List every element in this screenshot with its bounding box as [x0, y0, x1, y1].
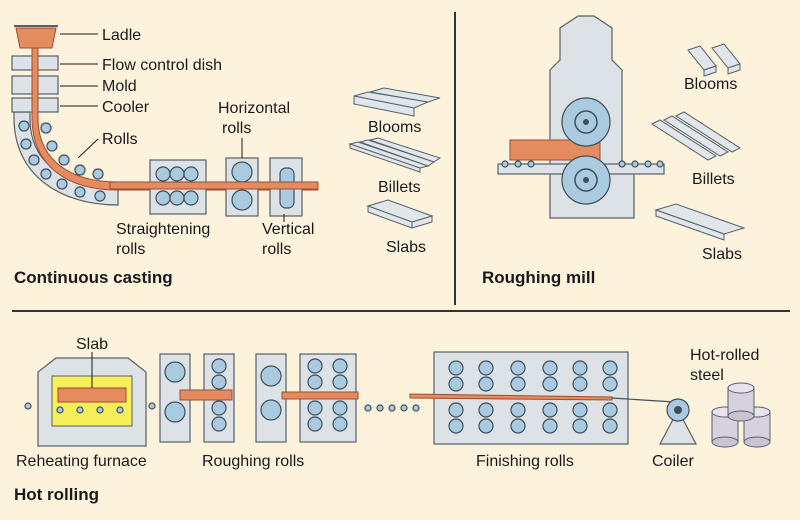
- cc-billets-shape: [348, 137, 442, 173]
- label-flow-control-dish: Flow control dish: [102, 57, 222, 74]
- label-cc-slabs: Slabs: [386, 239, 426, 256]
- label-cooler: Cooler: [102, 99, 150, 116]
- roll: [40, 122, 52, 134]
- furnace-rollers: [24, 402, 156, 414]
- label-finishing-rolls: Finishing rolls: [476, 453, 574, 470]
- rm-blooms-shape: [687, 43, 741, 77]
- label-horizontal-rolls-line2: rolls: [222, 120, 251, 137]
- label-slab: Slab: [76, 336, 108, 353]
- roll: [94, 190, 106, 202]
- label-cc-billets: Billets: [378, 179, 421, 196]
- label-mold: Mold: [102, 78, 137, 95]
- label-hot-rolled-steel-line2: steel: [690, 367, 724, 384]
- hot-rolling-title: Hot rolling: [14, 485, 99, 504]
- rm-slabs-shape: [654, 203, 746, 241]
- roll: [183, 190, 199, 206]
- roll: [92, 168, 104, 180]
- cc-slabs-shape: [366, 199, 434, 229]
- coiler-stand: [659, 408, 697, 445]
- ladle-shape: [15, 27, 57, 49]
- roll: [74, 164, 86, 176]
- label-horizontal-rolls-line1: Horizontal: [218, 100, 290, 117]
- label-rm-slabs: Slabs: [702, 246, 742, 263]
- label-straightening-rolls-line1: Straightening: [116, 221, 210, 238]
- roll: [46, 140, 58, 152]
- cc-blooms-shape: [353, 87, 441, 117]
- continuous-casting-title: Continuous casting: [14, 268, 173, 287]
- label-vertical-rolls-line2: rolls: [262, 241, 291, 258]
- finishing-rolls: [448, 360, 618, 434]
- roughing-mill-title: Roughing mill: [482, 268, 595, 287]
- hot-rolling-panel: Slab Reheating furnace Roughing rolls Fi…: [14, 336, 771, 504]
- label-rm-blooms: Blooms: [684, 76, 737, 93]
- roll: [40, 168, 52, 180]
- roll: [74, 186, 86, 198]
- cast-steel-strand: [31, 47, 319, 191]
- label-cc-blooms: Blooms: [368, 119, 421, 136]
- roughing-steel-2: [281, 391, 359, 400]
- horizontal-strand: [109, 181, 319, 190]
- label-hot-rolled-steel-line1: Hot-rolled: [690, 347, 759, 364]
- roughing-mill-panel: Blooms Billets Slabs Roughing mill: [482, 15, 746, 287]
- continuous-casting-panel: Ladle Flow control dish Mold Cooler Roll…: [11, 25, 442, 287]
- label-vertical-rolls-line1: Vertical: [262, 221, 314, 238]
- label-straightening-rolls-line2: rolls: [116, 241, 145, 258]
- roll: [20, 138, 32, 150]
- finishing-steel-strip: [409, 393, 613, 401]
- roll: [155, 190, 171, 206]
- strip-to-coiler: [611, 397, 675, 403]
- rolls-leader: [77, 138, 99, 159]
- hot-rolled-coils: [711, 382, 771, 448]
- roll: [18, 120, 30, 132]
- label-roughing-rolls: Roughing rolls: [202, 453, 304, 470]
- roll: [231, 189, 253, 211]
- furnace-slab: [57, 387, 127, 403]
- label-rm-billets: Billets: [692, 171, 735, 188]
- roll: [169, 190, 185, 206]
- roll: [183, 166, 199, 182]
- transfer-rollers: [364, 404, 420, 412]
- roll: [155, 166, 171, 182]
- label-rolls: Rolls: [102, 131, 138, 148]
- roll: [169, 166, 185, 182]
- rm-billets-shape: [650, 111, 742, 161]
- roller-table-rollers: [501, 160, 664, 168]
- roughing-steel-1: [179, 389, 233, 401]
- roll: [28, 154, 40, 166]
- roll: [231, 161, 253, 183]
- curved-rolls: [18, 120, 106, 202]
- roll: [56, 178, 68, 190]
- label-reheating-furnace: Reheating furnace: [16, 453, 147, 470]
- roll: [58, 154, 70, 166]
- label-coiler: Coiler: [652, 453, 694, 470]
- label-ladle: Ladle: [102, 27, 141, 44]
